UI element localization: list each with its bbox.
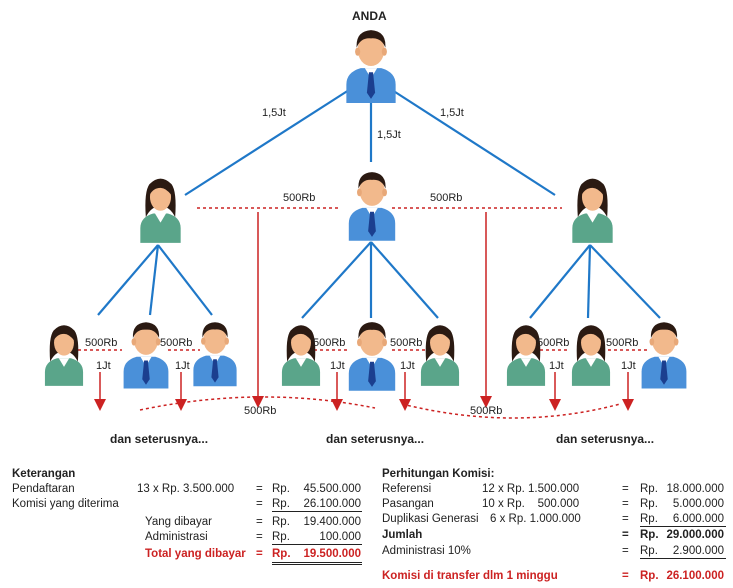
admin-eq: =	[256, 531, 263, 543]
pendaftaran-value: 45.500.000	[303, 483, 361, 495]
g2-left-pair-label: 500Rb	[313, 337, 345, 349]
jumlah-rp: Rp.	[640, 529, 659, 541]
administrasi-rp: Rp.	[640, 545, 658, 557]
g3-left-pair-label: 500Rb	[537, 337, 569, 349]
bottom-right-pair-label: 500Rb	[470, 405, 502, 417]
perhitungan-heading: Perhitungan Komisi:	[382, 468, 495, 480]
jumlah-label: Jumlah	[382, 529, 423, 541]
dashed-bonus-lines	[78, 207, 648, 419]
pasangan-rp: Rp.	[640, 498, 658, 510]
pendaftaran-calc: 13 x Rp. 3.500.000	[137, 483, 235, 495]
total-double-underline	[272, 562, 362, 565]
total-eq: =	[256, 548, 263, 560]
referensi-rp: Rp.	[640, 483, 658, 495]
anda-label: ANDA	[352, 9, 387, 23]
administrasi-underline	[640, 558, 726, 559]
pasangan-value: 5.000.000	[672, 498, 724, 510]
komisi-underline	[272, 511, 362, 512]
transfer-rp: Rp.	[640, 570, 659, 582]
g3-bonus-b-label: 1Jt	[621, 360, 636, 372]
g1-bonus-b-label: 1Jt	[175, 360, 190, 372]
mid-right-pair-label: 500Rb	[430, 192, 462, 204]
jumlah-value: 29.000.000	[666, 529, 724, 541]
transfer-eq: =	[622, 570, 629, 582]
bottom-left-pair-label: 500Rb	[244, 405, 276, 417]
top-left-commission-label: 1,5Jt	[262, 107, 286, 119]
keterangan-heading: Keterangan	[12, 468, 76, 480]
total-label: Total yang dibayar	[145, 548, 246, 560]
mid-left-pair-label: 500Rb	[283, 192, 315, 204]
continuation-text-2: dan seterusnya...	[326, 432, 425, 446]
referensi-calc: 12 x Rp. 1.500.000	[482, 483, 580, 495]
duplikasi-value: 6.000.000	[672, 513, 724, 525]
admin-underline	[272, 544, 362, 545]
top-mid-commission-label: 1,5Jt	[377, 129, 401, 141]
top-right-commission-label: 1,5Jt	[440, 107, 464, 119]
transfer-label: Komisi di transfer dlm 1 minggu	[382, 570, 558, 582]
g2-bonus-a-label: 1Jt	[330, 360, 345, 372]
referensi-eq: =	[622, 483, 629, 495]
continuation-text-1: dan seterusnya...	[110, 432, 209, 446]
duplikasi-label: Duplikasi Generasi	[382, 513, 479, 525]
pasangan-calc: 10 x Rp. 500.000	[482, 498, 580, 510]
g2-right-pair-label: 500Rb	[390, 337, 422, 349]
pendaftaran-eq: =	[256, 483, 263, 495]
dibayar-rp: Rp.	[272, 516, 290, 528]
jumlah-eq: =	[622, 529, 629, 541]
komisi-eq: =	[256, 498, 263, 510]
duplikasi-calc: 6 x Rp. 1.000.000	[490, 513, 581, 525]
duplikasi-underline	[640, 526, 726, 527]
total-rp: Rp.	[272, 548, 291, 560]
komisi-value: 26.100.000	[303, 498, 361, 510]
admin-rp: Rp.	[272, 531, 290, 543]
red-arrows	[94, 212, 634, 411]
dibayar-eq: =	[256, 516, 263, 528]
duplikasi-rp: Rp.	[640, 513, 658, 525]
admin-value: 100.000	[319, 531, 361, 543]
transfer-value: 26.100.000	[666, 570, 724, 582]
continuation-text-3: dan seterusnya...	[556, 432, 655, 446]
g1-right-pair-label: 500Rb	[160, 337, 192, 349]
referral-tree-diagram: ANDA 1,5Jt 1,5Jt 1,5Jt 500Rb 500Rb 500Rb…	[44, 9, 687, 419]
solid-connector-lines	[97, 89, 661, 319]
g1-bonus-a-label: 1Jt	[96, 360, 111, 372]
administrasi-eq: =	[622, 545, 629, 557]
total-value: 19.500.000	[303, 548, 361, 560]
administrasi-label: Administrasi 10%	[382, 545, 471, 557]
komisi-label: Komisi yang diterima	[12, 498, 119, 510]
pasangan-label: Pasangan	[382, 498, 434, 510]
dibayar-label: Yang dibayar	[145, 516, 212, 528]
komisi-rp: Rp.	[272, 498, 290, 510]
g1-left-pair-label: 500Rb	[85, 337, 117, 349]
referensi-value: 18.000.000	[666, 483, 724, 495]
pasangan-eq: =	[622, 498, 629, 510]
pendaftaran-rp: Rp.	[272, 483, 290, 495]
admin-label: Administrasi	[145, 531, 208, 543]
pendaftaran-label: Pendaftaran	[12, 483, 75, 495]
g2-bonus-b-label: 1Jt	[400, 360, 415, 372]
administrasi-value: 2.900.000	[672, 545, 724, 557]
duplikasi-eq: =	[622, 513, 629, 525]
g3-bonus-a-label: 1Jt	[549, 360, 564, 372]
g3-right-pair-label: 500Rb	[606, 337, 638, 349]
referensi-label: Referensi	[382, 483, 432, 495]
dibayar-value: 19.400.000	[303, 516, 361, 528]
